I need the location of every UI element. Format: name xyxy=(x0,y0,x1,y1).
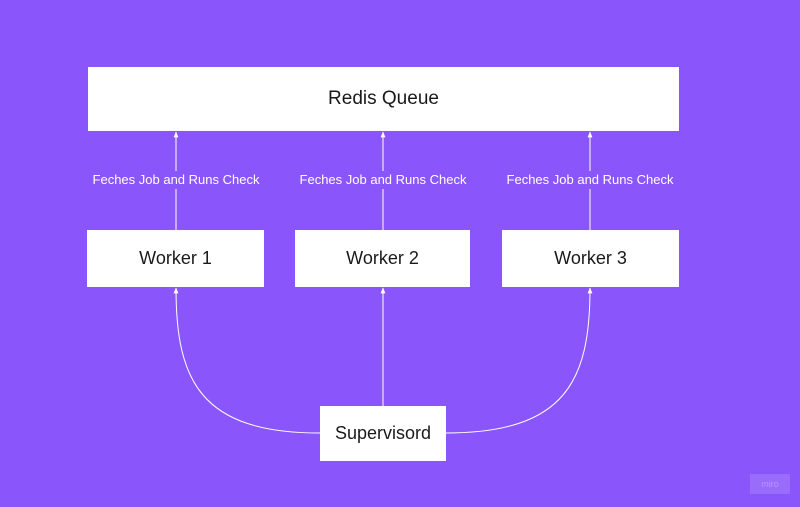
worker-3-node[interactable]: Worker 3 xyxy=(502,230,679,287)
worker-3-label: Worker 3 xyxy=(554,248,627,268)
edge-label-worker-2: Feches Job and Runs Check xyxy=(295,171,471,189)
edge-label-worker-3: Feches Job and Runs Check xyxy=(502,171,678,189)
edge-label-worker-1: Feches Job and Runs Check xyxy=(88,171,264,189)
worker-1-node[interactable]: Worker 1 xyxy=(87,230,264,287)
redis-queue-node[interactable]: Redis Queue xyxy=(88,67,679,131)
worker-2-node[interactable]: Worker 2 xyxy=(295,230,470,287)
redis-queue-label: Redis Queue xyxy=(328,88,439,109)
worker-2-label: Worker 2 xyxy=(346,248,419,268)
watermark-badge: miro xyxy=(750,474,790,494)
supervisord-node[interactable]: Supervisord xyxy=(320,406,446,461)
supervisord-label: Supervisord xyxy=(334,423,432,443)
edge-supervisord-to-worker-3 xyxy=(445,287,593,434)
edge-supervisord-to-worker-1 xyxy=(173,287,321,434)
worker-1-label: Worker 1 xyxy=(139,248,212,268)
